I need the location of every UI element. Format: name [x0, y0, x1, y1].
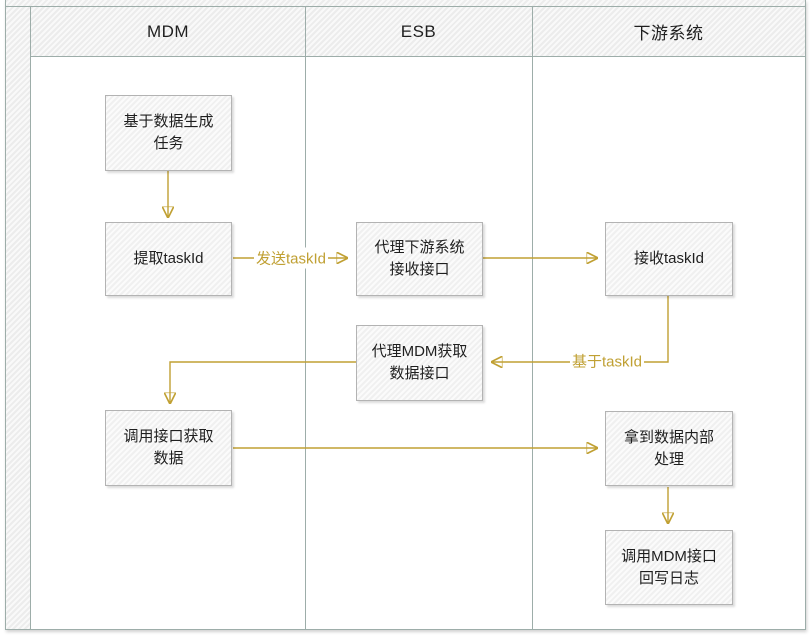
pool-title-strip: [6, 0, 805, 7]
lane-label-mdm: MDM: [146, 21, 190, 41]
node-proxy-downstream-receive[interactable]: 代理下游系统接收接口: [356, 222, 483, 296]
node-process-data[interactable]: 拿到数据内部处理: [605, 411, 733, 486]
lane-divider-2: [532, 7, 533, 629]
node-generate-task-label: 基于数据生成任务: [123, 113, 214, 152]
node-call-mdm-writeback[interactable]: 调用MDM接口回写日志: [605, 530, 733, 605]
lane-header-esb[interactable]: ESB: [305, 7, 532, 57]
node-call-api-getdata-label: 调用接口获取数据: [123, 428, 214, 467]
lane-label-downstream: 下游系统: [633, 24, 704, 43]
lane-header-mdm[interactable]: MDM: [31, 7, 305, 57]
node-extract-taskid-label: 提取taskId: [133, 250, 204, 267]
node-generate-task[interactable]: 基于数据生成任务: [105, 95, 232, 171]
pool-label-strip: [6, 7, 31, 629]
lane-header-downstream[interactable]: 下游系统: [532, 7, 805, 57]
node-process-data-label: 拿到数据内部处理: [623, 428, 714, 468]
node-proxy-downstream-receive-label: 代理下游系统接收接口: [374, 239, 465, 278]
node-receive-taskid[interactable]: 接收taskId: [605, 222, 733, 296]
node-proxy-mdm-getdata-label: 代理MDM获取数据接口: [371, 343, 468, 382]
node-proxy-mdm-getdata[interactable]: 代理MDM获取数据接口: [356, 325, 483, 401]
node-receive-taskid-label: 接收taskId: [633, 250, 705, 267]
pool: MDM ESB 下游系统: [5, 0, 806, 630]
node-call-mdm-writeback-label: 调用MDM接口回写日志: [621, 547, 717, 587]
lane-label-esb: ESB: [400, 21, 437, 41]
node-extract-taskid[interactable]: 提取taskId: [105, 222, 232, 296]
edge-label-send-taskid[interactable]: 发送taskId: [253, 247, 329, 269]
node-call-api-getdata[interactable]: 调用接口获取数据: [105, 410, 232, 486]
lane-divider-1: [305, 7, 306, 629]
edge-label-based-on-taskid[interactable]: 基于taskId: [569, 350, 645, 372]
